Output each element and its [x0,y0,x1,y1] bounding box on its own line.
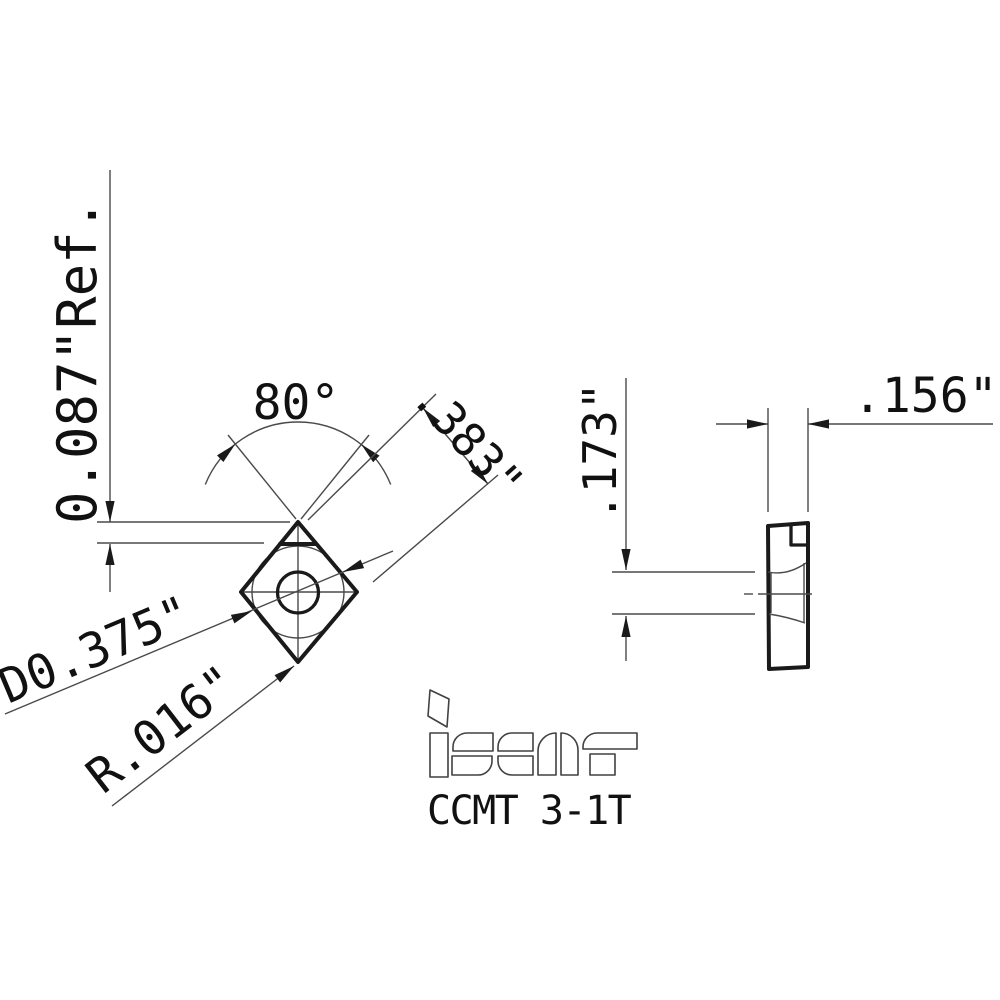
leader-corner-radius: R.016" [76,654,295,807]
side-width-label: .156" [853,368,998,424]
edge-length-label: .383" [402,370,535,509]
dim-ref-height: 0.087"Ref. [46,170,290,592]
leader-line [4,550,394,715]
front-view: 0.087"Ref. 80° .383" D0.375" [0,170,535,807]
dimension-arrowhead [423,408,441,427]
angle-arc [204,421,392,485]
dimension-arrowhead [105,501,115,522]
nose-angle-label: 80° [253,375,340,431]
dim-edge-length: .383" [307,370,535,583]
side-height-label: .173" [573,383,627,521]
dim-nose-angle: 80° [204,375,392,520]
dim-side-height: .173" [573,378,755,661]
dimension-arrowhead [274,666,294,683]
corner-land-notch [789,522,810,547]
chipbreaker-curve-bottom [768,613,806,624]
insert-side-view-outline [766,521,810,671]
logo-letter-i-stem [429,732,449,778]
logo-letter-s-top [452,732,494,752]
extension-line-a [307,393,437,521]
dimension-arrowhead [808,419,829,429]
iscar-logo [427,689,638,778]
dimension-arrowhead [230,611,252,624]
dimension-arrowhead [621,549,631,570]
chipbreaker-curve-top [767,562,807,574]
ref-height-label: 0.087"Ref. [46,199,109,524]
dim-side-width: .156" [716,368,998,512]
logo-letter-c-top [497,732,534,752]
side-view: .173" .156" [573,368,998,671]
dimension-arrowhead [343,559,365,572]
insert-top-view-outline [239,520,359,664]
part-number-label: CCMT 3-1T [427,788,632,834]
angle-leg-left [227,434,297,520]
logo-letter-i-dot [427,689,450,728]
dimension-arrowhead [621,616,631,637]
logo-letter-a-left [537,732,557,776]
center-hole [275,570,321,615]
dimension-arrowhead [470,465,488,484]
extension-line-b [372,474,499,583]
logo-letter-r-bar [582,732,638,750]
leader-line [111,665,295,807]
dimension-arrowhead [361,444,380,463]
logo-letter-r-foot [589,753,616,776]
angle-leg-right [300,434,370,520]
dimension-arrowhead [216,444,236,462]
dimension-arrowhead [747,419,768,429]
logo-letter-s-bottom [451,755,493,776]
dimension-arrowhead [105,544,115,565]
logo-letter-a-right [560,732,579,776]
logo-letter-c-bottom [497,755,534,776]
